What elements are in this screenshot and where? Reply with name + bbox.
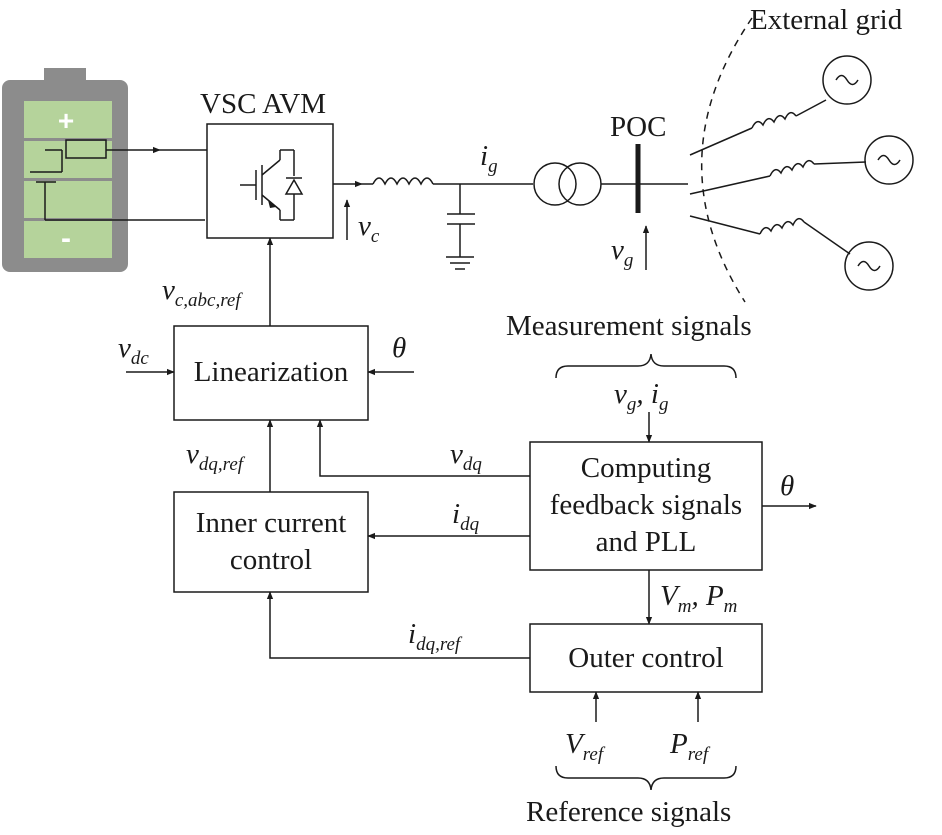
transformer-icon xyxy=(533,162,577,206)
vref-label: Vref xyxy=(565,728,604,765)
measurement-brace xyxy=(555,353,737,379)
external-grid xyxy=(689,17,914,303)
vc-abc-ref-label: vc,abc,ref xyxy=(162,274,241,311)
vm-pm-label: Vm, Pm xyxy=(660,580,738,617)
signal-arrows xyxy=(126,237,817,722)
inner-current-label-1: Inner current xyxy=(195,507,347,539)
battery-icon xyxy=(2,68,207,272)
computing-label-2: feedback signals xyxy=(549,489,743,521)
vsc-avm-label: VSC AVM xyxy=(200,88,326,120)
idq-ref-label: idq,ref xyxy=(408,618,461,655)
battery-plus-sign: + xyxy=(58,105,74,136)
linearization-box xyxy=(173,325,369,421)
theta-output-label: θ xyxy=(780,470,795,502)
computing-label-3: and PLL xyxy=(595,526,697,558)
poc-label: POC xyxy=(610,111,667,143)
pref-label: Pref xyxy=(670,728,709,765)
external-grid-label: External grid xyxy=(750,4,903,36)
battery-minus-sign: - xyxy=(61,222,71,255)
inner-current-label-2: control xyxy=(229,544,313,576)
computing-box xyxy=(529,441,763,571)
outer-control-box xyxy=(529,623,763,693)
reference-brace xyxy=(555,765,737,791)
ac-source-icon xyxy=(864,135,914,185)
vc-label: vc xyxy=(358,210,380,247)
inductor-icon xyxy=(372,177,434,186)
ac-source-icon xyxy=(844,241,894,291)
reference-signals-label: Reference signals xyxy=(526,796,732,828)
igbt-switch-icon xyxy=(240,149,304,221)
idq-label: idq xyxy=(452,498,480,535)
vdq-ref-label: vdq,ref xyxy=(186,438,244,475)
ac-source-icon xyxy=(822,55,872,105)
measurement-signals-label: Measurement signals xyxy=(506,310,752,342)
vsc-converter xyxy=(206,123,334,239)
computing-label-1: Computing xyxy=(580,452,712,484)
measurement-values-label: vg, ig xyxy=(614,378,669,415)
vdq-label: vdq xyxy=(450,438,482,475)
linearization-label: Linearization xyxy=(193,356,349,388)
theta-input-label: θ xyxy=(392,332,407,364)
vdc-label: vdc xyxy=(118,332,149,369)
vg-label: vg xyxy=(611,234,634,271)
ig-label: ig xyxy=(480,140,498,177)
inner-current-box xyxy=(173,491,369,593)
outer-control-label: Outer control xyxy=(568,642,724,674)
power-line xyxy=(333,162,688,270)
